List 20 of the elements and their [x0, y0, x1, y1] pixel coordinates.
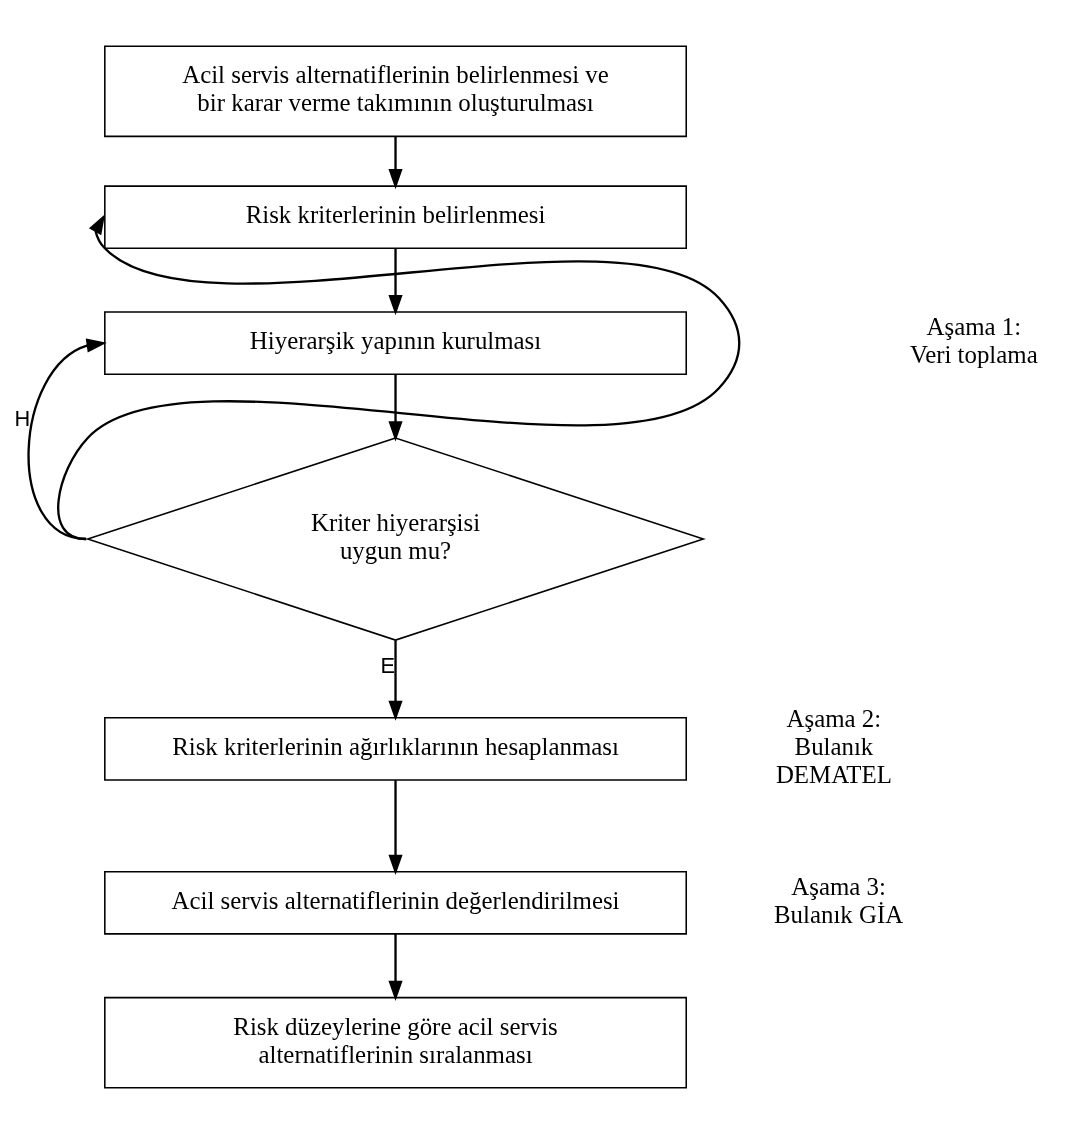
arrow: [388, 248, 403, 315]
arrow: [388, 373, 403, 441]
arrow: [388, 933, 403, 1001]
edge-label: H: [14, 405, 31, 431]
edge-label: E: [380, 652, 396, 678]
node-box: Acil servis alternatiflerinin belirlenmesi ve bir karar verme takımının oluşturulması: [104, 44, 687, 137]
label: Aşama 2: Bulanık DEMATEL: [775, 704, 892, 788]
node-box: Acil servis alternatiflerinin değerlendirilmesi: [104, 870, 687, 935]
arrow: [388, 136, 403, 189]
node-box: Risk kriterlerinin ağırlıklarının hesaplanması: [104, 716, 687, 781]
arrow: [388, 779, 403, 875]
arrow: [57, 213, 741, 540]
label: Aşama 3: Bulanık GİA: [774, 872, 904, 928]
node-box: Hiyerarşik yapının kurulması: [104, 310, 687, 375]
arrow: [27, 337, 107, 540]
node-diamond: Kriter hiyerarşisi uygun mu?: [85, 436, 706, 641]
node-box: Risk kriterlerinin belirlenmesi: [104, 184, 687, 249]
node-box: Risk düzeylerine göre acil servis alternatiflerinin sıralanması: [104, 996, 687, 1089]
arrow: [388, 639, 403, 721]
label: Aşama 1: Veri toplama: [909, 312, 1038, 368]
